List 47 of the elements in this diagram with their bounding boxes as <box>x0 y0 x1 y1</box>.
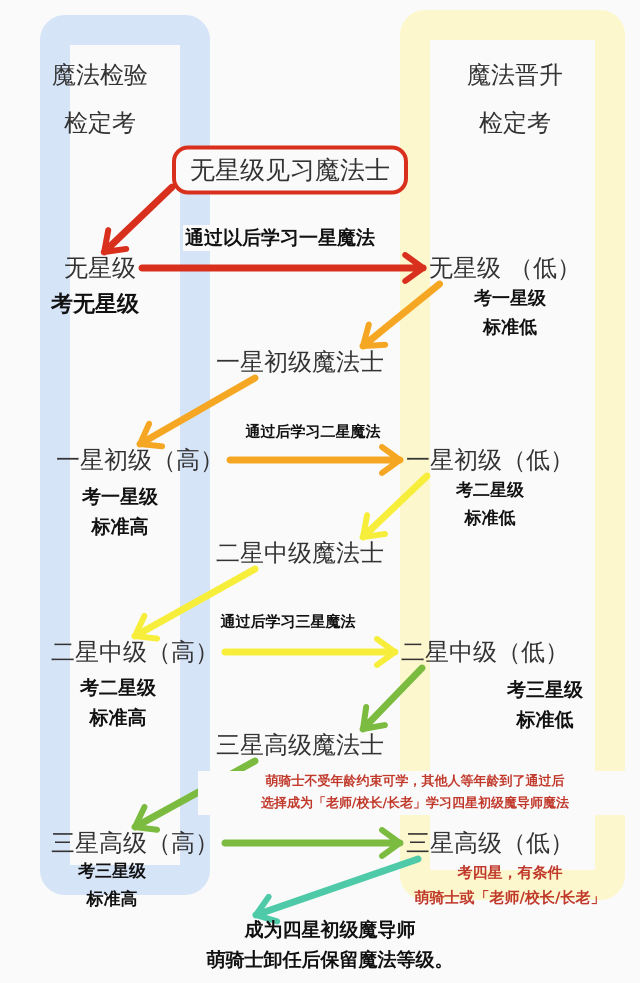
exam-note: 标准高 <box>92 515 148 540</box>
exam-note: 萌骑士或「老师/校长/长老」 <box>414 888 606 908</box>
column-heading: 魔法检验 <box>52 60 148 91</box>
exam-note: 考二星级 <box>456 480 524 502</box>
column-heading: 检定考 <box>64 108 136 139</box>
level-text: 三星高级（低） <box>400 827 580 859</box>
exam-note: 标准高 <box>90 706 146 731</box>
column-heading: 检定考 <box>479 108 551 139</box>
level-text: 无星级 （低） <box>423 252 587 284</box>
level-text: 一星初级（高） <box>50 444 230 476</box>
title-box: 无星级见习魔法士 <box>172 146 408 194</box>
result-text: 萌骑士卸任后保留魔法等级。 <box>206 948 454 973</box>
result-text: 成为四星初级魔导师 <box>243 918 416 943</box>
arrow <box>136 374 258 450</box>
column-heading: 魔法晋升 <box>467 60 563 91</box>
level-text: 无星级 <box>58 252 142 284</box>
level-text: 一星初级魔法士 <box>210 346 390 378</box>
exam-note: 考三星级 <box>507 678 583 703</box>
arrow <box>138 252 427 284</box>
level-text: 二星中级（低） <box>395 636 575 668</box>
arrow <box>222 636 398 668</box>
level-text: 二星中级（高） <box>45 636 225 668</box>
level-text: 二星中级魔法士 <box>210 537 390 569</box>
arrow <box>360 664 426 732</box>
exam-note: 标准高 <box>86 888 138 910</box>
arrow <box>132 566 258 642</box>
level-text: 一星初级（低） <box>400 444 580 476</box>
exam-note: 考三星级 <box>78 860 146 882</box>
exam-note: 考一星级 <box>474 287 546 310</box>
exam-note: 考二星级 <box>80 676 156 701</box>
edge-label: 通过后学习三星魔法 <box>218 612 358 632</box>
arrow <box>252 856 422 924</box>
exam-note: 标准低 <box>483 316 537 339</box>
exam-note: 考四星，有条件 <box>458 864 562 882</box>
exam-note: 考一星级 <box>82 485 158 510</box>
arrow <box>360 280 444 350</box>
arrow <box>226 444 404 476</box>
exam-note: 标准低 <box>516 708 574 733</box>
level-text: 三星高级魔法士 <box>210 729 390 761</box>
exam-note: 标准低 <box>464 508 516 530</box>
arrow <box>222 827 404 859</box>
exam-note: 考无星级 <box>51 290 139 319</box>
edge-label: 通过后学习二星魔法 <box>244 422 382 442</box>
arrow <box>360 472 430 540</box>
level-text: 三星高级（高） <box>45 827 225 859</box>
arrow <box>100 184 176 256</box>
edge-label: 通过以后学习一星魔法 <box>183 225 377 251</box>
